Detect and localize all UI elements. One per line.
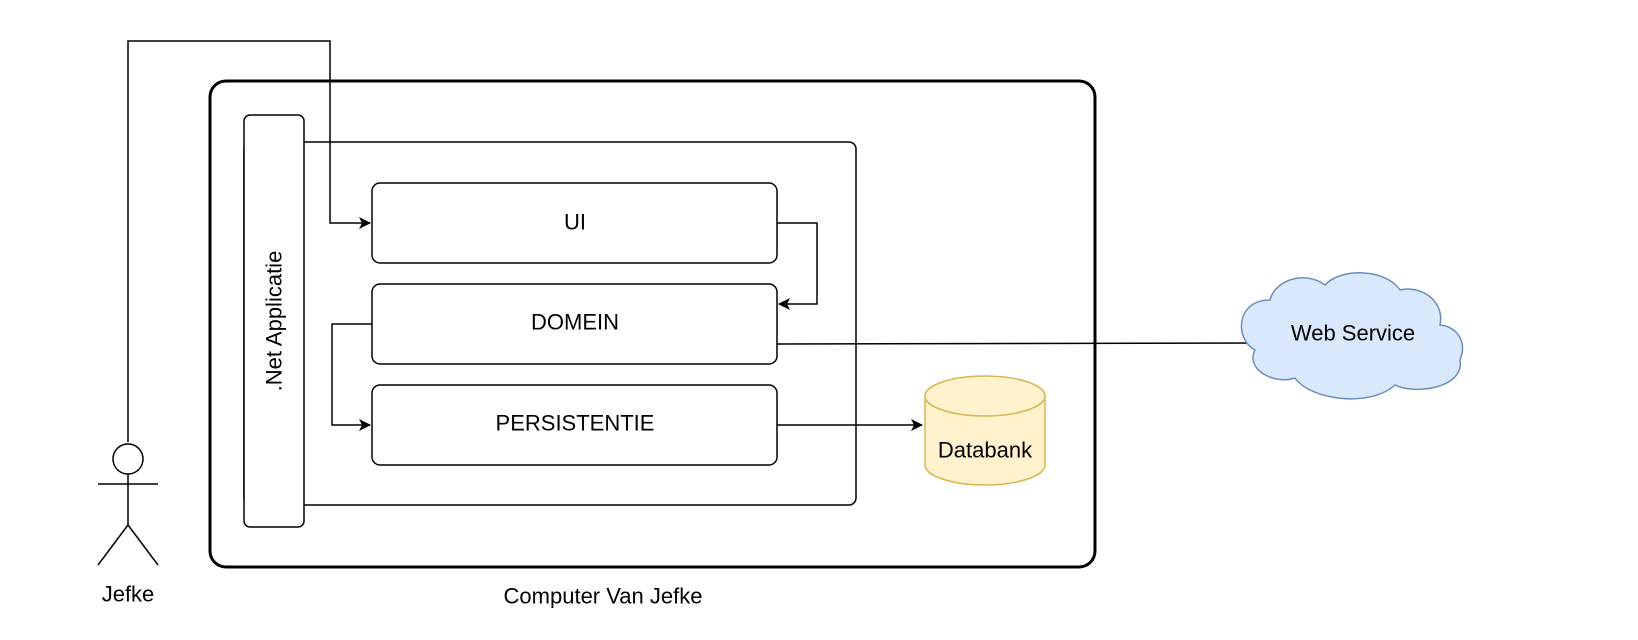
net-application-label: .Net Applicatie: [262, 251, 287, 392]
domain-to-persistence-connector: [331, 323, 372, 431]
ui-to-domain-connector: [777, 222, 818, 310]
net-application-bar: [243, 114, 305, 528]
ui-layer-label: UI: [564, 210, 586, 235]
domain-layer-label: DOMEIN: [531, 310, 619, 335]
database-label: Databank: [938, 438, 1033, 463]
actor-to-ui-connector: [127, 40, 371, 442]
web-service-label: Web Service: [1291, 321, 1415, 346]
persistence-layer-label: PERSISTENTIE: [496, 411, 655, 436]
actor-label: Jefke: [102, 582, 155, 607]
actor-stick-figure: [97, 443, 159, 566]
database-cylinder: [924, 375, 1046, 486]
domain-to-web-service-connector: [776, 337, 1269, 350]
computer-label: Computer Van Jefke: [504, 584, 703, 609]
web-service-cloud: [1240, 272, 1464, 400]
computer-boundary: [208, 79, 1097, 569]
